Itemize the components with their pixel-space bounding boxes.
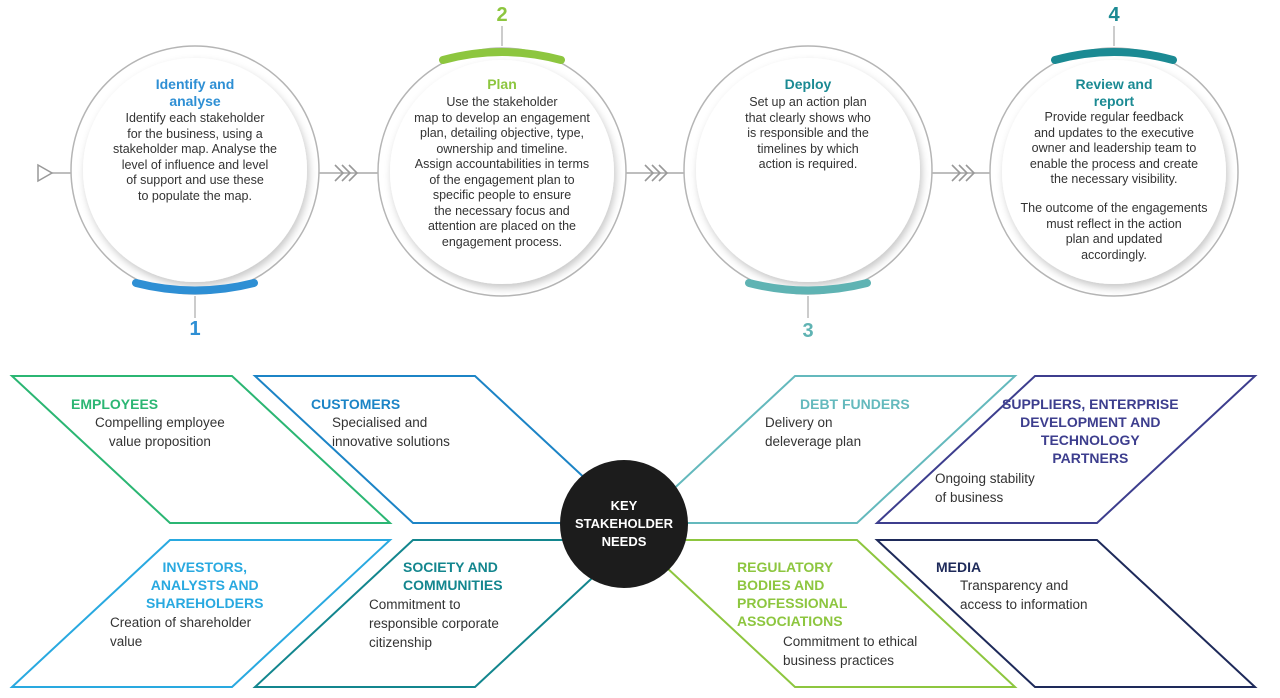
employees-title: EMPLOYEES xyxy=(71,396,159,412)
step-2-title: Plan xyxy=(487,76,517,92)
customers-title: CUSTOMERS xyxy=(311,396,401,412)
step-1-number: 1 xyxy=(189,318,201,340)
society-body: Commitment to responsible corporate citi… xyxy=(369,597,499,650)
step-3-body: Set up an action plan that clearly shows… xyxy=(745,95,871,171)
step-4-body-2: The outcome of the engagements must refl… xyxy=(1020,201,1208,262)
society-title: SOCIETY AND COMMUNITIES xyxy=(403,559,503,593)
step-2-circle xyxy=(377,26,627,297)
step-3-title: Deploy xyxy=(784,76,832,92)
debt-funders-chevron xyxy=(634,375,1018,524)
customers-body: Specialised and innovative solutions xyxy=(332,415,450,449)
step-4-circle xyxy=(989,26,1239,297)
step-4-body: Provide regular feedback and updates to … xyxy=(1029,110,1199,186)
start-arrow-icon xyxy=(37,163,54,183)
investors-title: INVESTORS, ANALYSTS AND SHAREHOLDERS xyxy=(146,559,264,611)
suppliers-body: Ongoing stability of business xyxy=(935,471,1035,505)
investors-body: Creation of shareholder value xyxy=(110,615,252,649)
society-chevron xyxy=(252,539,636,688)
suppliers-title: SUPPLIERS, ENTERPRISE DEVELOPMENT AND TE… xyxy=(1002,396,1179,466)
regulatory-chevron xyxy=(634,539,1018,688)
step-4-number: 4 xyxy=(1108,4,1120,26)
regulatory-title: REGULATORY BODIES AND PROFESSIONAL ASSOC… xyxy=(737,559,848,629)
key-stakeholder-needs-hub: KEY STAKEHOLDER NEEDS xyxy=(560,460,688,588)
step-1-circle xyxy=(70,45,320,318)
debt-funders-title: DEBT FUNDERS xyxy=(800,396,910,412)
media-body: Transparency and access to information xyxy=(960,578,1088,612)
suppliers-chevron xyxy=(874,375,1258,524)
step-3-number: 3 xyxy=(802,320,814,342)
media-title: MEDIA xyxy=(936,559,982,575)
step-2-body: Use the stakeholder map to develop an en… xyxy=(414,95,590,249)
step-3-circle xyxy=(683,45,933,318)
debt-funders-body: Delivery on deleverage plan xyxy=(765,415,862,449)
step-2-number: 2 xyxy=(496,4,508,26)
step-4-title: Review and report xyxy=(1075,76,1153,109)
employees-body: Compelling employee value proposition xyxy=(95,415,225,449)
regulatory-body: Commitment to ethical business practices xyxy=(783,634,918,668)
step-1-title: Identify and analyse xyxy=(155,76,235,109)
chevron-arrow-icon xyxy=(334,164,976,182)
media-chevron xyxy=(874,539,1258,688)
step-1-body: Identify each stakeholder for the busine… xyxy=(113,111,277,203)
investors-chevron xyxy=(9,539,393,688)
employees-chevron xyxy=(9,375,393,524)
